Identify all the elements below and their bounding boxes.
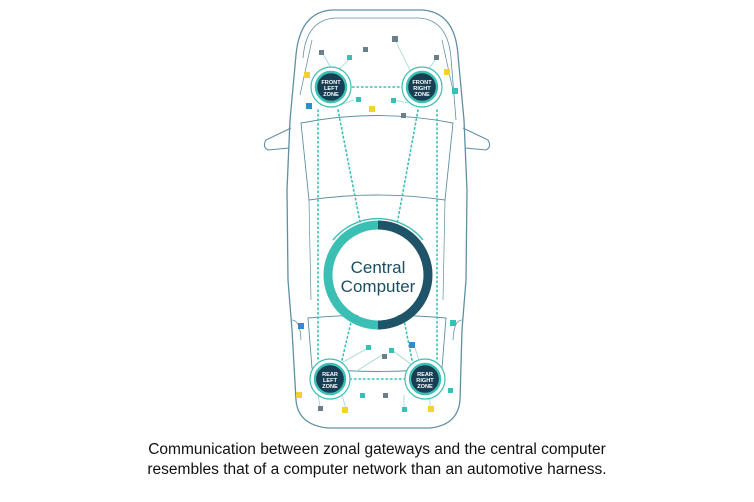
figure-caption: Communication between zonal gateways and… (0, 440, 754, 480)
zone-rear-left: REAR LEFT ZONE (309, 358, 351, 400)
zone-label-line: FRONT (412, 80, 432, 86)
sensor-node (402, 407, 407, 412)
sensor-node (392, 36, 398, 42)
zone-front-right: FRONT RIGHT ZONE (401, 66, 443, 108)
sensor-node (382, 354, 387, 359)
zone-label-line: LEFT (323, 378, 338, 384)
zone-label-line: FRONT (321, 80, 341, 86)
sensor-node (452, 88, 458, 94)
sensor-node (298, 323, 304, 329)
sensor-node (369, 106, 375, 112)
zone-label-line: ZONE (322, 384, 338, 390)
right-mirror (462, 127, 491, 151)
zone-label-line: ZONE (323, 92, 339, 98)
sensor-node (450, 320, 456, 326)
sensor-node (363, 47, 368, 52)
left-mirror (263, 127, 292, 151)
zone-front-left: FRONT LEFT ZONE (310, 66, 352, 108)
sensor-node (428, 406, 434, 412)
central-ring-teal (323, 220, 379, 330)
sensor-node (409, 342, 415, 348)
zone-label-line: REAR (322, 372, 338, 378)
caption-line-2: resembles that of a computer network tha… (147, 461, 607, 478)
link-rl-center (341, 317, 353, 361)
sensor-node (366, 345, 371, 350)
zone-label-line: RIGHT (416, 378, 434, 384)
windshield (300, 115, 454, 201)
zone-label-line: LEFT (324, 86, 339, 92)
sensor-node (356, 97, 361, 102)
link-rr-center (403, 319, 413, 361)
sensor-node (296, 392, 302, 398)
car-body (286, 9, 468, 429)
sensor-node (319, 50, 324, 55)
car-body-inner (335, 17, 457, 121)
central-computer: Central Computer (323, 217, 433, 330)
sensor-node (342, 407, 348, 413)
central-label-line2: Computer (341, 277, 416, 296)
zone-label-line: ZONE (414, 92, 430, 98)
sensor-node (360, 393, 365, 398)
central-ring-dark (377, 220, 433, 330)
sensor-node (318, 406, 323, 411)
network-links (317, 86, 438, 380)
sensor-nodes (296, 36, 458, 413)
sensor-node (444, 69, 450, 75)
sensor-node (347, 55, 352, 60)
sensor-node (434, 55, 439, 60)
caption-line-1: Communication between zonal gateways and… (148, 441, 606, 458)
link-fl-center (337, 109, 363, 233)
sensor-node (401, 113, 406, 118)
sensor-node (304, 72, 310, 78)
central-label-line1: Central (351, 258, 406, 277)
sensor-node (389, 348, 394, 353)
central-outer-arc (332, 217, 424, 241)
sensor-node (383, 393, 388, 398)
zone-label-line: REAR (417, 372, 433, 378)
zone-label-line: RIGHT (413, 86, 431, 92)
link-fr-center (395, 109, 419, 231)
zone-label-line: ZONE (417, 384, 433, 390)
zone-rear-right: REAR RIGHT ZONE (404, 358, 446, 400)
sensor-node (306, 103, 312, 109)
sensor-node (448, 388, 453, 393)
sensor-node (391, 98, 396, 103)
